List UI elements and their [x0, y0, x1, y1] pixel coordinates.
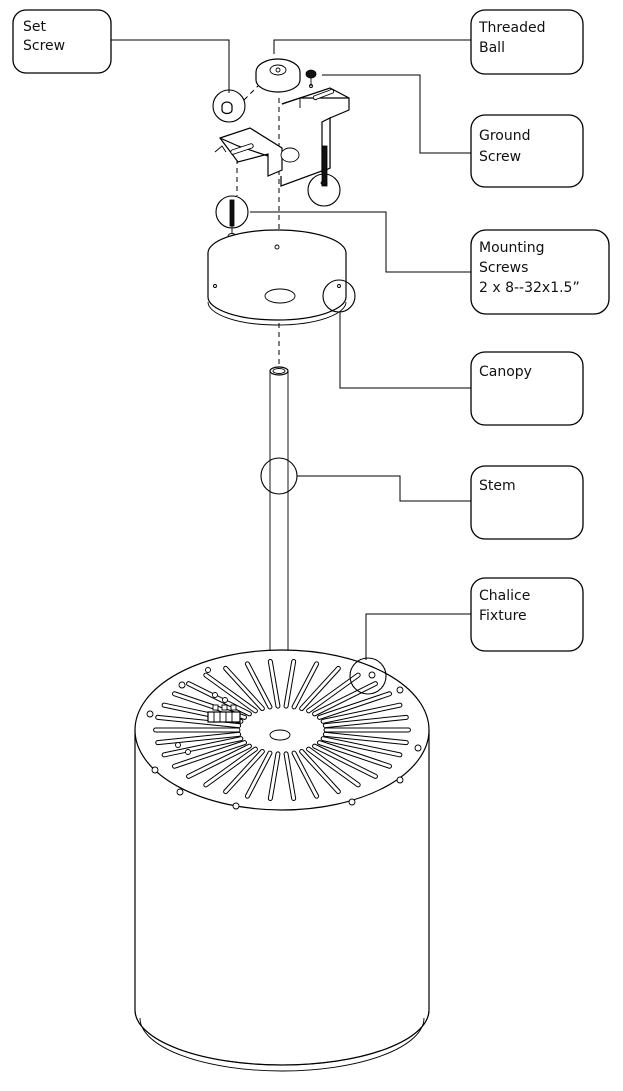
fixture-slot-inner	[173, 741, 247, 768]
fixture-slot-inner	[307, 747, 360, 787]
fixture-slot-inner	[323, 715, 408, 728]
callout-threaded-ball: Threaded Ball	[470, 9, 584, 75]
ground-screw-icon	[305, 69, 317, 88]
callout-mounting-screws: Mounting Screws 2 x 8--32x1.5”	[470, 229, 610, 315]
fixture-slot-inner	[162, 737, 243, 757]
fixture-slot-inner	[224, 666, 264, 711]
callout-chalice-fixture: Chalice Fixture	[470, 577, 584, 652]
ground-screw-label-line2: Screw	[479, 149, 521, 165]
callout-stem: Stem	[470, 465, 584, 540]
chalice-fixture-label-line1: Chalice	[479, 588, 530, 604]
set-screw-icon	[212, 85, 259, 123]
fixture-slot-inner	[300, 749, 340, 794]
fixture-slot-inner	[245, 751, 272, 798]
mounting-bracket	[214, 87, 350, 187]
fixture-slot-inner	[204, 747, 257, 787]
fixture-slot-inner	[268, 752, 280, 801]
fixture-slot-inner	[307, 673, 360, 713]
fixture-slot-inner	[300, 666, 340, 711]
fixture-slot-inner	[317, 692, 391, 719]
threaded-ball-label-line1: Threaded	[478, 20, 545, 36]
set-screw-label-line2: Screw	[23, 38, 65, 54]
radial-slots	[153, 658, 411, 802]
leader-threaded-ball	[273, 39, 471, 54]
leader-mounting-screws	[250, 211, 471, 273]
fixture-slot-inner	[323, 732, 408, 745]
leader-lines	[111, 39, 471, 660]
fixture-slot-inner	[313, 744, 377, 778]
leader-stem	[297, 475, 471, 502]
leader-canopy	[339, 312, 471, 389]
mounting-screws-label-line1: Mounting	[479, 240, 545, 256]
fixture-slot-inner	[321, 737, 402, 757]
stem-label: Stem	[479, 478, 516, 494]
fixture-slot-inner	[156, 732, 241, 745]
canopy-label: Canopy	[479, 364, 532, 380]
leader-set-screw	[111, 39, 230, 93]
callout-set-screw: Set Screw	[12, 9, 112, 74]
chalice-fixture-label-line2: Fixture	[479, 608, 527, 624]
callout-canopy: Canopy	[470, 351, 584, 426]
fixture-slot-inner	[268, 659, 280, 708]
fixture-slot-inner	[292, 662, 319, 709]
chalice-fixture-icon	[134, 649, 430, 1072]
threaded-ball-icon	[255, 58, 301, 93]
fixture-slot-inner	[204, 673, 257, 713]
canopy-icon	[207, 229, 356, 326]
mounting-screws-label-line3: 2 x 8--32x1.5”	[479, 280, 580, 296]
fixture-slot-inner	[187, 682, 251, 716]
fixture-slot-inner	[187, 744, 251, 778]
fixture-slot-inner	[224, 749, 264, 794]
callout-ground-screw: Ground Screw	[470, 114, 584, 188]
set-screw-label-line1: Set	[23, 19, 47, 35]
terminal-block	[207, 704, 241, 723]
mounting-screws-label-line2: Screws	[479, 260, 528, 276]
fixture-slot-inner	[284, 752, 296, 801]
leader-chalice-fixture	[365, 613, 471, 660]
fixture-slot-inner	[245, 662, 272, 709]
threaded-ball-label-line2: Ball	[479, 40, 505, 56]
fixture-slot-inner	[321, 703, 402, 723]
fixture-slot-inner	[313, 682, 377, 716]
fixture-slot-inner	[156, 715, 241, 728]
fixture-slot-inner	[284, 659, 296, 708]
fixture-slot-inner	[317, 741, 391, 768]
leader-ground-screw	[322, 74, 471, 154]
fixture-slot-inner	[292, 751, 319, 798]
ground-screw-label-line1: Ground	[479, 128, 531, 144]
